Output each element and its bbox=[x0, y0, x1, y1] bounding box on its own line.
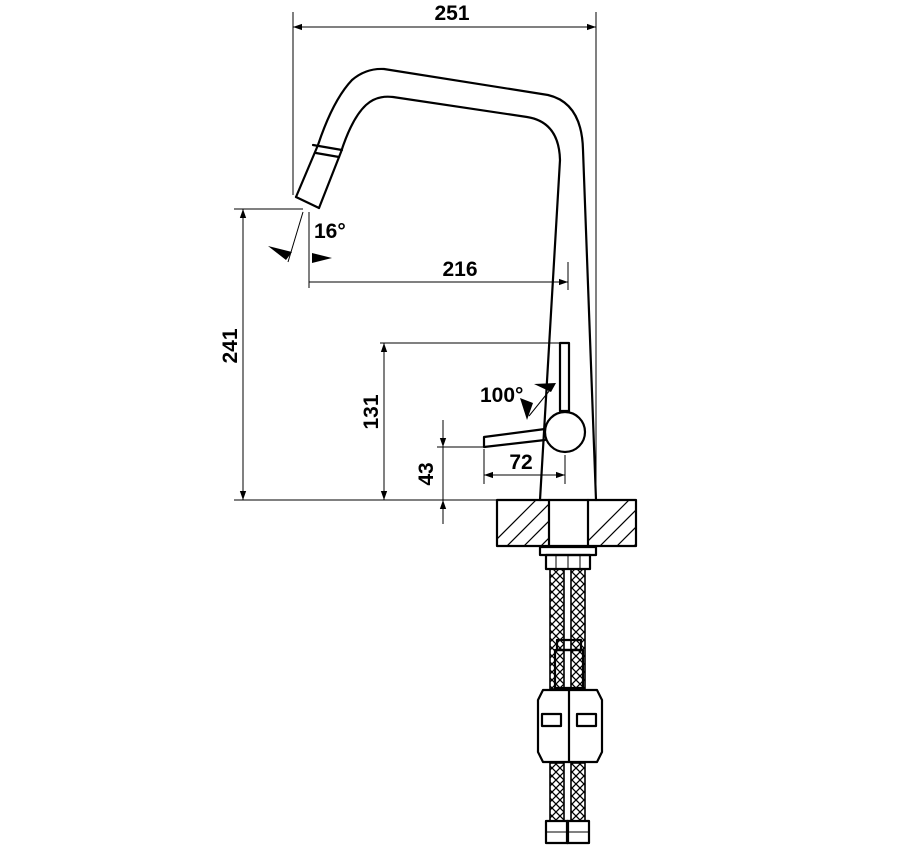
dimension-lever-reach: 72 bbox=[483, 449, 566, 484]
total-height-label: 241 bbox=[219, 328, 242, 363]
lever-height-label: 131 bbox=[360, 394, 383, 429]
lever-handle bbox=[482, 341, 587, 454]
lever-base-height-label: 43 bbox=[415, 462, 438, 485]
lever-angle-label: 100° bbox=[480, 384, 523, 407]
spout-reach-label: 216 bbox=[442, 258, 477, 281]
overall-width-label: 251 bbox=[434, 2, 469, 25]
mounting-nut bbox=[538, 545, 598, 571]
dimension-lever-angle: 100° bbox=[480, 383, 556, 420]
dimension-overall-width: 251 bbox=[292, 2, 597, 500]
faucet-outline bbox=[294, 67, 598, 502]
dimension-lever-height: 131 bbox=[360, 342, 563, 500]
spout-angle-label: 16° bbox=[314, 220, 346, 243]
supply-hoses bbox=[536, 568, 604, 845]
dimension-total-height: 241 bbox=[219, 208, 540, 501]
dimension-lever-base-height: 43 bbox=[415, 420, 484, 524]
lever-reach-label: 72 bbox=[509, 451, 532, 474]
dimension-spout-angle: 16° bbox=[268, 211, 346, 263]
dimension-spout-reach: 216 bbox=[308, 212, 569, 290]
